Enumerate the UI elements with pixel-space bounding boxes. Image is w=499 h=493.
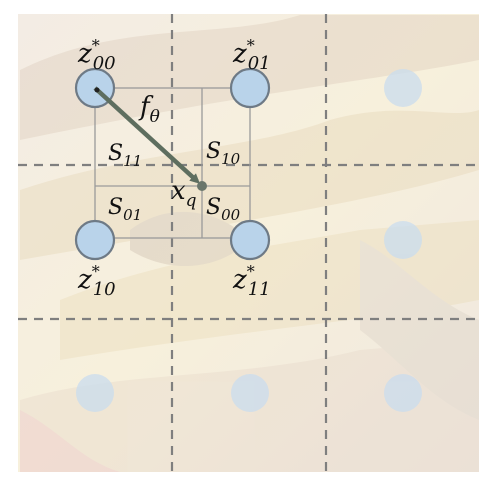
label-z01: z*01 <box>232 36 271 74</box>
source-dot <box>94 87 100 93</box>
latent-node-z01 <box>229 67 271 109</box>
latent-node-z10 <box>74 219 116 261</box>
latent-node-z11 <box>229 219 271 261</box>
area-partitions <box>94 87 251 239</box>
faded-node <box>384 374 422 412</box>
area-box <box>94 87 251 239</box>
label-S10: S10 <box>206 139 241 168</box>
label-S11: S11 <box>108 141 142 170</box>
label-z11: z*11 <box>232 262 271 300</box>
label-z00: z*00 <box>77 36 116 74</box>
dashed-grid <box>18 14 479 472</box>
function-arrow <box>93 86 207 191</box>
faded-node <box>231 374 269 412</box>
label-query: xq <box>171 176 197 211</box>
label-S00: S00 <box>206 195 241 224</box>
faded-node <box>76 374 114 412</box>
faded-node <box>384 221 422 259</box>
faded-node <box>384 69 422 107</box>
faded-nodes <box>76 69 422 412</box>
label-S01: S01 <box>108 195 142 224</box>
label-z10: z*10 <box>77 262 116 300</box>
query-point <box>197 181 207 191</box>
